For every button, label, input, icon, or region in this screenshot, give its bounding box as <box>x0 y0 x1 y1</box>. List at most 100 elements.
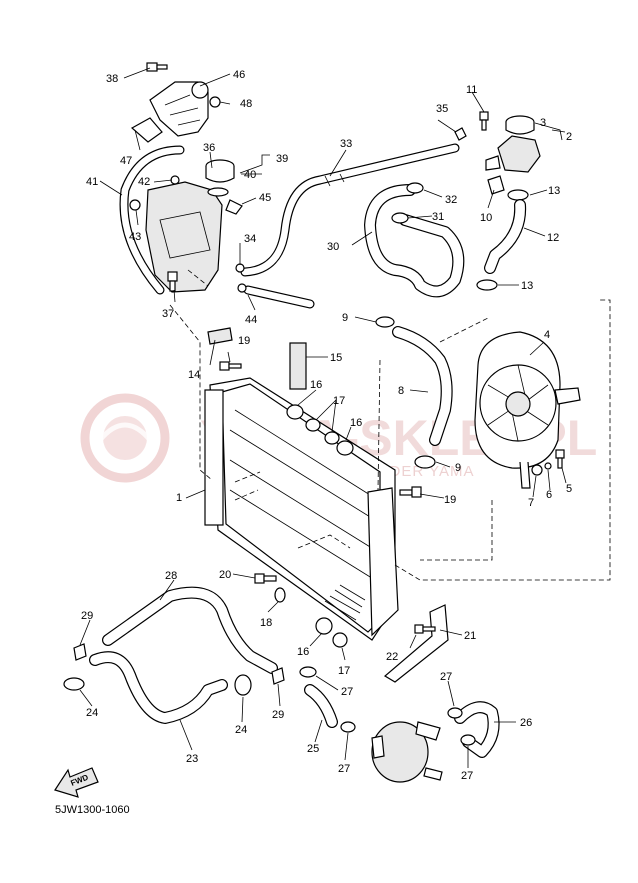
label-9-upper: 9 <box>342 312 348 324</box>
collar-7-icon <box>531 464 543 476</box>
label-22: 22 <box>386 651 398 663</box>
overflow-hose <box>235 127 467 309</box>
hose-8-assembly <box>375 316 453 469</box>
bolt-11-icon <box>479 111 489 131</box>
part-labels: 38 46 48 47 36 39 40 41 42 45 43 34 37 4… <box>81 69 572 782</box>
hose-clamp-32 <box>406 182 424 194</box>
label-6: 6 <box>546 489 552 501</box>
label-27-d: 27 <box>461 770 473 782</box>
label-25: 25 <box>307 743 319 755</box>
label-16-middle: 16 <box>350 417 362 429</box>
fan-motor-tab <box>554 387 581 405</box>
label-41: 41 <box>86 176 98 188</box>
bolt-38-icon <box>146 62 168 72</box>
bolt-19-upper-icon <box>219 361 242 371</box>
label-23: 23 <box>186 753 198 765</box>
label-17-upper: 17 <box>333 395 345 407</box>
label-13-lower: 13 <box>521 280 533 292</box>
hose-clamp-31 <box>391 212 409 224</box>
clip-35-icon <box>454 127 467 141</box>
radiator-core <box>204 327 449 683</box>
label-21: 21 <box>464 630 476 642</box>
hose-clamp-24-left <box>63 677 85 691</box>
bolt-37-icon <box>167 271 178 292</box>
label-43: 43 <box>129 231 141 243</box>
thermostat-housing <box>497 135 541 173</box>
oil-cooler-outlet <box>423 767 443 781</box>
oil-cooler-assembly <box>299 666 500 783</box>
label-30: 30 <box>327 241 339 253</box>
washer-18-icon <box>274 587 286 603</box>
label-47: 47 <box>120 155 132 167</box>
hose-clamp-24-right <box>234 674 252 696</box>
pad-15-icon <box>289 342 307 390</box>
label-38: 38 <box>106 73 118 85</box>
clip-29-left <box>73 643 87 661</box>
grommet-14-icon <box>207 327 233 345</box>
reservoir-assembly <box>119 62 243 295</box>
label-42: 42 <box>138 176 150 188</box>
label-26: 26 <box>520 717 532 729</box>
housing-outlet <box>485 155 501 171</box>
oil-cooler-body <box>371 721 429 783</box>
label-19-lower: 19 <box>444 494 456 506</box>
label-44: 44 <box>245 314 257 326</box>
label-39: 39 <box>276 153 288 165</box>
label-20: 20 <box>219 569 231 581</box>
label-31: 31 <box>432 211 444 223</box>
clip-29-right <box>271 667 285 685</box>
label-18: 18 <box>260 617 272 629</box>
watermark-logo-icon <box>80 393 170 483</box>
bolt-20-icon <box>254 573 277 584</box>
hose-clamp-27-c <box>447 707 463 719</box>
clamp-42-icon <box>170 175 180 185</box>
bracket-tab <box>130 117 163 143</box>
label-15: 15 <box>330 352 342 364</box>
label-7: 7 <box>528 497 534 509</box>
diagram-reference-code: 5JW1300-1060 <box>55 804 130 816</box>
label-27-c: 27 <box>440 671 452 683</box>
washer-6-icon <box>544 462 552 470</box>
hose-clamp-9-upper <box>375 316 395 328</box>
label-46: 46 <box>233 69 245 81</box>
reservoir-cap-body <box>205 166 235 183</box>
label-1: 1 <box>176 492 182 504</box>
radiator-hatch-lower <box>324 584 366 621</box>
collar-17-lower <box>332 632 348 648</box>
collar-17-upper <box>305 418 321 432</box>
label-27-b: 27 <box>338 763 350 775</box>
label-34: 34 <box>244 233 256 245</box>
label-16-lower: 16 <box>297 646 309 658</box>
damper-16-upper <box>286 404 304 420</box>
label-36: 36 <box>203 142 215 154</box>
hose-clamp-13-lower <box>476 279 498 291</box>
hose-clamp-27-b <box>340 721 356 733</box>
hose-clamp-27-a <box>299 666 317 678</box>
label-12: 12 <box>547 232 559 244</box>
label-3: 3 <box>540 117 546 129</box>
label-35: 35 <box>436 103 448 115</box>
label-33: 33 <box>340 138 352 150</box>
radiator-side-tank-right <box>367 487 399 637</box>
damper-16-lower <box>315 617 333 635</box>
nut-48-icon <box>209 96 221 108</box>
forward-arrow: FWD <box>54 767 99 798</box>
damper-16-middle <box>336 440 354 456</box>
label-19-upper: 19 <box>238 335 250 347</box>
clamp-34-icon <box>235 263 245 273</box>
label-5: 5 <box>566 483 572 495</box>
bolt-19-lower-icon <box>399 486 422 498</box>
label-8: 8 <box>398 385 404 397</box>
coolant-reservoir-tank <box>145 181 223 293</box>
hose-clamp-27-d <box>460 734 476 746</box>
leader-lines <box>79 67 567 768</box>
bracket-10-icon <box>487 175 505 195</box>
water-hose-23 <box>89 651 228 724</box>
clamp-44-icon <box>237 283 247 293</box>
filler-neck-assembly <box>476 111 541 291</box>
label-29-right: 29 <box>272 709 284 721</box>
cooling-fan-assembly <box>474 331 581 489</box>
label-4: 4 <box>544 329 550 341</box>
assembly-guides <box>169 269 611 581</box>
